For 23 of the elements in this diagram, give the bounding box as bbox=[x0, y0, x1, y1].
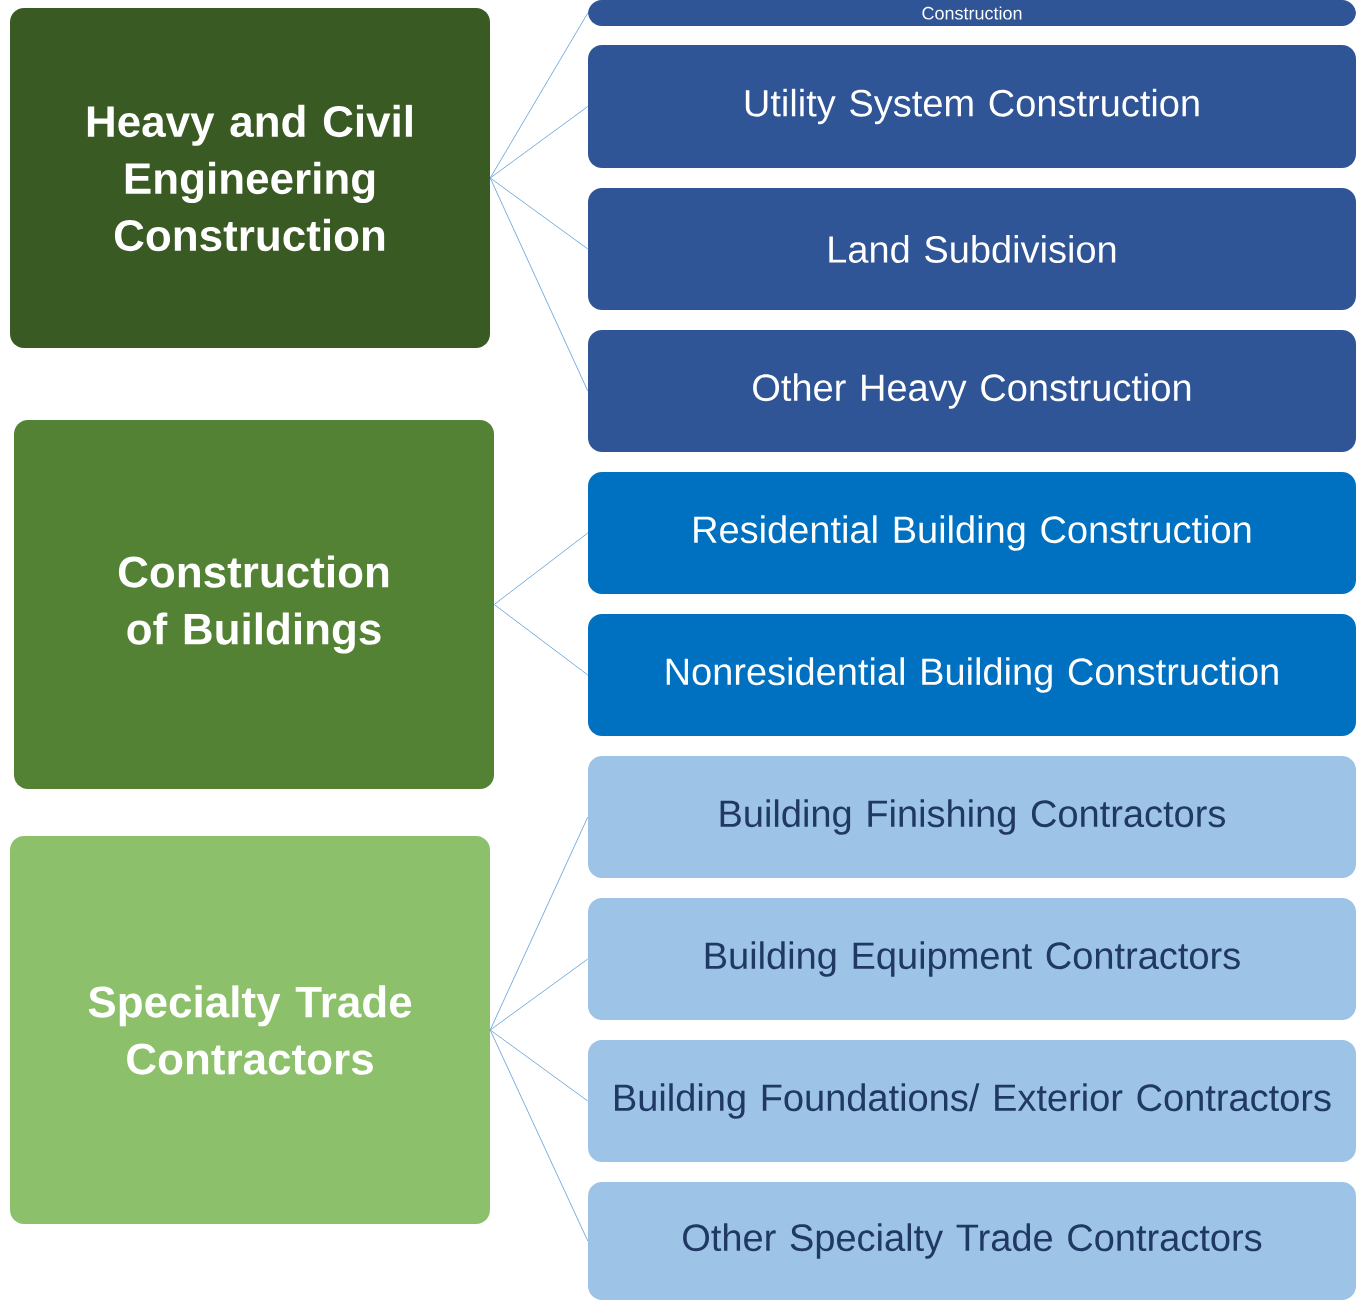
subcategory-box: Other Specialty Trade Contractors bbox=[588, 1182, 1356, 1300]
connector-line bbox=[489, 106, 589, 179]
subcategory-box: Building Equipment Contractors bbox=[588, 898, 1356, 1020]
connector-line bbox=[489, 177, 589, 392]
category-box: Specialty Trade Contractors bbox=[10, 836, 490, 1224]
category-box: Construction of Buildings bbox=[14, 420, 494, 789]
connector-line bbox=[493, 532, 589, 605]
connector-line bbox=[489, 816, 589, 1031]
connector-line bbox=[489, 12, 589, 179]
connector-line bbox=[489, 1029, 589, 1242]
connector-line bbox=[489, 958, 589, 1031]
subcategory-box: Utility System Construction bbox=[588, 45, 1356, 168]
subcategory-box: Land Subdivision bbox=[588, 188, 1356, 310]
subcategory-box: Building Foundations/ Exterior Contractors bbox=[588, 1040, 1356, 1162]
subcategory-box: Construction bbox=[588, 0, 1356, 26]
subcategory-box: Building Finishing Contractors bbox=[588, 756, 1356, 878]
subcategory-box: Other Heavy Construction bbox=[588, 330, 1356, 452]
subcategory-box: Residential Building Construction bbox=[588, 472, 1356, 594]
connector-line bbox=[493, 604, 589, 676]
subcategory-box: Nonresidential Building Construction bbox=[588, 614, 1356, 736]
connector-line bbox=[489, 177, 589, 250]
category-box: Heavy and Civil Engineering Construction bbox=[10, 8, 490, 348]
connector-line bbox=[489, 1029, 589, 1102]
